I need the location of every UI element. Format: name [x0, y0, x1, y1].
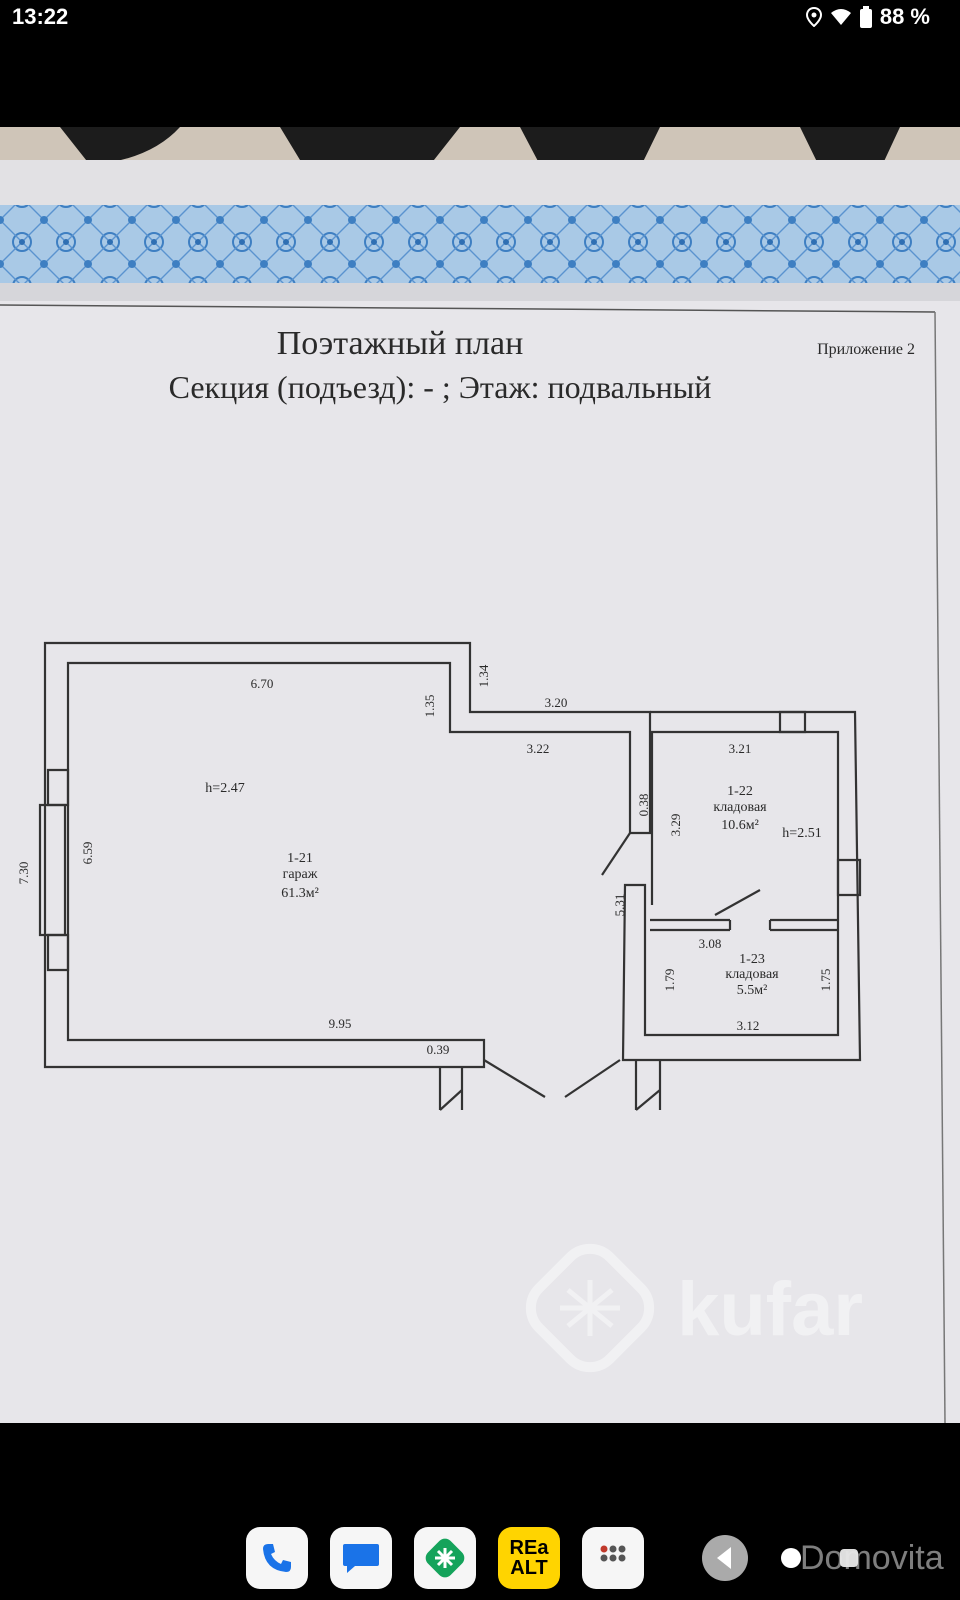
- plan-appendix: Приложение 2: [817, 341, 915, 358]
- room-name: гараж: [283, 867, 318, 882]
- dimension-label: 6.59: [80, 842, 95, 865]
- dimension-label: 1.35: [422, 695, 437, 718]
- room-id: 1-22: [727, 784, 753, 799]
- kufar-watermark-text: kufar: [677, 1267, 863, 1352]
- dimension-labels: 6.70 1.35 1.34 3.20 3.22 3.21 0.38 3.29 …: [16, 664, 833, 1057]
- kufar-icon: [425, 1538, 465, 1578]
- room-height: h=2.51: [782, 826, 821, 841]
- dimension-label: 5.31: [612, 894, 627, 917]
- dimension-label: 3.08: [699, 936, 722, 951]
- dimension-label: 1.34: [476, 664, 491, 687]
- dimension-label: 0.38: [636, 794, 651, 817]
- plan-title: Поэтажный план: [277, 325, 524, 362]
- dimension-label: 6.70: [251, 676, 274, 691]
- status-icons: 88 %: [805, 4, 930, 30]
- dimension-label: 9.95: [329, 1016, 352, 1031]
- phone-icon: [263, 1544, 291, 1572]
- dimension-label: 0.39: [427, 1042, 450, 1057]
- status-time: 13:22: [12, 4, 69, 29]
- room-name: кладовая: [725, 967, 779, 982]
- dimension-label: 1.79: [662, 969, 677, 992]
- realt-label: REa: [509, 1537, 549, 1559]
- dimension-label: 3.21: [729, 741, 752, 756]
- dimension-label: 7.30: [16, 862, 31, 885]
- kufar-watermark: kufar: [525, 1243, 863, 1373]
- messages-icon: [343, 1544, 379, 1573]
- location-icon: [805, 7, 822, 27]
- dimension-label: 3.20: [545, 695, 568, 710]
- wifi-icon: [830, 9, 851, 25]
- room-height: h=2.47: [205, 781, 244, 796]
- messages-app-button[interactable]: [330, 1527, 392, 1589]
- battery-percent: 88 %: [879, 4, 930, 29]
- room-id: 1-23: [739, 952, 765, 967]
- realt-label: ALT: [510, 1557, 548, 1579]
- app-drawer-button[interactable]: [582, 1527, 644, 1589]
- app-dock: REa ALT Domovita: [0, 1513, 960, 1600]
- room-area: 5.5м²: [737, 983, 768, 998]
- floor-plan-photo: Поэтажный план Секция (подъезд): - ; Эта…: [0, 127, 960, 1423]
- room-name: кладовая: [713, 800, 767, 815]
- phone-app-button[interactable]: [246, 1527, 308, 1589]
- battery-icon: [859, 6, 872, 28]
- back-icon[interactable]: [700, 1533, 750, 1583]
- dimension-label: 3.29: [668, 814, 683, 837]
- recents-icon[interactable]: [836, 1545, 862, 1571]
- room-area: 10.6м²: [721, 818, 759, 833]
- room-labels: h=2.47 1-21 гараж 61.3м² 1-22 кладовая 1…: [205, 781, 821, 998]
- realt-app-button[interactable]: REa ALT: [498, 1527, 560, 1589]
- floor-plan-image: Поэтажный план Секция (подъезд): - ; Эта…: [0, 127, 960, 1423]
- status-bar: 13:22 88 %: [0, 0, 960, 34]
- kufar-app-button[interactable]: [414, 1527, 476, 1589]
- floor-plan-walls: [38, 641, 862, 1111]
- room-area: 61.3м²: [281, 886, 319, 901]
- dimension-label: 3.12: [737, 1018, 760, 1033]
- dimension-label: 3.22: [527, 741, 550, 756]
- dimension-label: 1.75: [818, 969, 833, 992]
- grid-dots-icon: [600, 1545, 626, 1562]
- plan-subtitle: Секция (подъезд): - ; Этаж: подвальный: [169, 369, 712, 405]
- home-icon[interactable]: [778, 1545, 804, 1571]
- domovita-watermark: Domovita: [800, 1539, 944, 1577]
- room-id: 1-21: [287, 851, 313, 866]
